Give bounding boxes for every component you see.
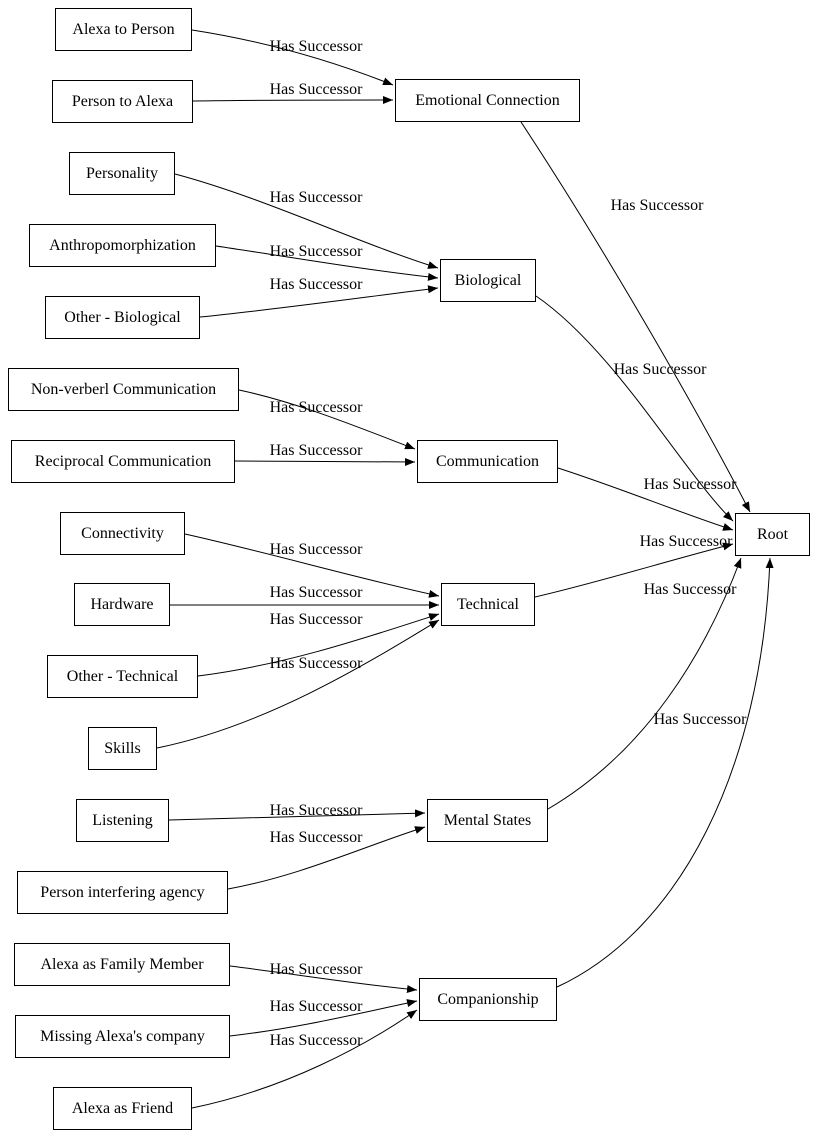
edge-label: Has Successor	[270, 442, 364, 459]
graph-node-personality: Personality	[69, 152, 175, 195]
edge-alexa-to-person-to-emotional-connection	[191, 29, 394, 86]
edge-communication-to-root	[557, 467, 734, 531]
edge-label: Has Successor	[270, 998, 364, 1015]
node-label: Non-verberl Communication	[30, 380, 217, 398]
edge-connectivity-to-technical	[184, 533, 440, 598]
edge-biological-to-root	[535, 295, 734, 522]
edge-label: Has Successor	[644, 581, 738, 598]
edge-label: Has Successor	[270, 276, 364, 293]
edge-label: Has Successor	[270, 611, 364, 628]
edge-label: Has Successor	[611, 197, 705, 214]
node-label: Biological	[454, 271, 522, 289]
node-label: Companionship	[437, 990, 539, 1008]
node-label: Mental States	[443, 811, 532, 829]
node-label: Other - Technical	[66, 667, 179, 685]
edge-label: Has Successor	[270, 189, 364, 206]
graph-node-nonverbal-communication: Non-verberl Communication	[8, 368, 239, 411]
node-label: Hardware	[90, 595, 154, 613]
edge-other-biological-to-biological	[199, 285, 439, 318]
graph-node-skills: Skills	[88, 727, 157, 770]
edge-skills-to-technical	[156, 619, 440, 749]
graph-node-mental-states: Mental States	[427, 799, 548, 842]
edge-label: Has Successor	[270, 584, 364, 601]
edge-label: Has Successor	[270, 243, 364, 260]
edge-missing-alexas-company-to-companionship	[229, 999, 418, 1037]
edge-label: Has Successor	[270, 961, 364, 978]
node-label: Technical	[457, 595, 519, 613]
edge-label: Has Successor	[270, 38, 364, 55]
edge-label: Has Successor	[614, 361, 708, 378]
node-label: Alexa to Person	[72, 20, 175, 38]
node-label: Missing Alexa's company	[40, 1027, 205, 1045]
edge-person-interfering-agency-to-mental-states	[227, 826, 426, 890]
node-label: Alexa as Friend	[71, 1099, 174, 1117]
graph-node-person-to-alexa: Person to Alexa	[52, 80, 193, 123]
edge-alexa-as-friend-to-companionship	[191, 1009, 418, 1109]
edge-nonverbal-communication-to-communication	[238, 389, 416, 450]
edge-alexa-as-family-member-to-companionship	[229, 965, 418, 994]
graph-node-listening: Listening	[76, 799, 169, 842]
graph-node-reciprocal-communication: Reciprocal Communication	[11, 440, 235, 483]
graph-node-missing-alexas-company: Missing Alexa's company	[15, 1015, 230, 1058]
edge-label: Has Successor	[270, 399, 364, 416]
graph-node-person-interfering-agency: Person interfering agency	[17, 871, 228, 914]
node-label: Anthropomorphization	[49, 236, 196, 254]
edge-emotional-connection-to-root	[520, 121, 751, 513]
edge-technical-to-root	[534, 542, 734, 598]
edge-reciprocal-communication-to-communication	[234, 457, 416, 466]
node-label: Emotional Connection	[415, 91, 560, 109]
edge-label: Has Successor	[270, 541, 364, 558]
graph-node-biological: Biological	[440, 259, 536, 302]
edge-label: Has Successor	[644, 476, 738, 493]
graph-node-hardware: Hardware	[74, 583, 170, 626]
graph-node-root: Root	[735, 513, 810, 556]
node-label: Person interfering agency	[40, 883, 205, 901]
edge-listening-to-mental-states	[168, 809, 426, 821]
graph-node-anthropomorphization: Anthropomorphization	[29, 224, 216, 267]
graph-node-other-technical: Other - Technical	[47, 655, 198, 698]
edge-companionship-to-root	[556, 557, 774, 988]
edge-label: Has Successor	[270, 655, 364, 672]
graph-node-alexa-as-family-member: Alexa as Family Member	[14, 943, 230, 986]
graph-node-emotional-connection: Emotional Connection	[395, 79, 580, 122]
graph-node-companionship: Companionship	[419, 978, 557, 1021]
graph-node-other-biological: Other - Biological	[45, 296, 200, 339]
node-label: Listening	[92, 811, 153, 829]
graph-node-technical: Technical	[441, 583, 535, 626]
node-label: Connectivity	[81, 524, 164, 542]
graph-node-communication: Communication	[417, 440, 558, 483]
edge-anthropomorphization-to-biological	[215, 245, 439, 281]
edge-label: Has Successor	[270, 802, 364, 819]
node-label: Reciprocal Communication	[34, 452, 212, 470]
node-label: Communication	[435, 452, 540, 470]
edge-label: Has Successor	[270, 1032, 364, 1049]
node-label: Root	[756, 525, 789, 543]
node-label: Other - Biological	[64, 308, 181, 326]
edge-other-technical-to-technical	[197, 613, 440, 677]
edge-label: Has Successor	[640, 533, 734, 550]
node-label: Alexa as Family Member	[40, 955, 204, 973]
edge-person-to-alexa-to-emotional-connection	[192, 96, 394, 105]
node-label: Person to Alexa	[71, 92, 174, 110]
graph-node-alexa-as-friend: Alexa as Friend	[53, 1087, 192, 1130]
graph-node-connectivity: Connectivity	[60, 512, 185, 555]
edge-label: Has Successor	[270, 81, 364, 98]
edge-personality-to-biological	[174, 173, 439, 269]
edge-mental-states-to-root	[547, 557, 742, 810]
edge-label: Has Successor	[270, 829, 364, 846]
node-label: Personality	[86, 164, 158, 182]
graph-node-alexa-to-person: Alexa to Person	[55, 8, 192, 51]
edge-label: Has Successor	[654, 711, 748, 728]
node-label: Skills	[104, 739, 141, 757]
